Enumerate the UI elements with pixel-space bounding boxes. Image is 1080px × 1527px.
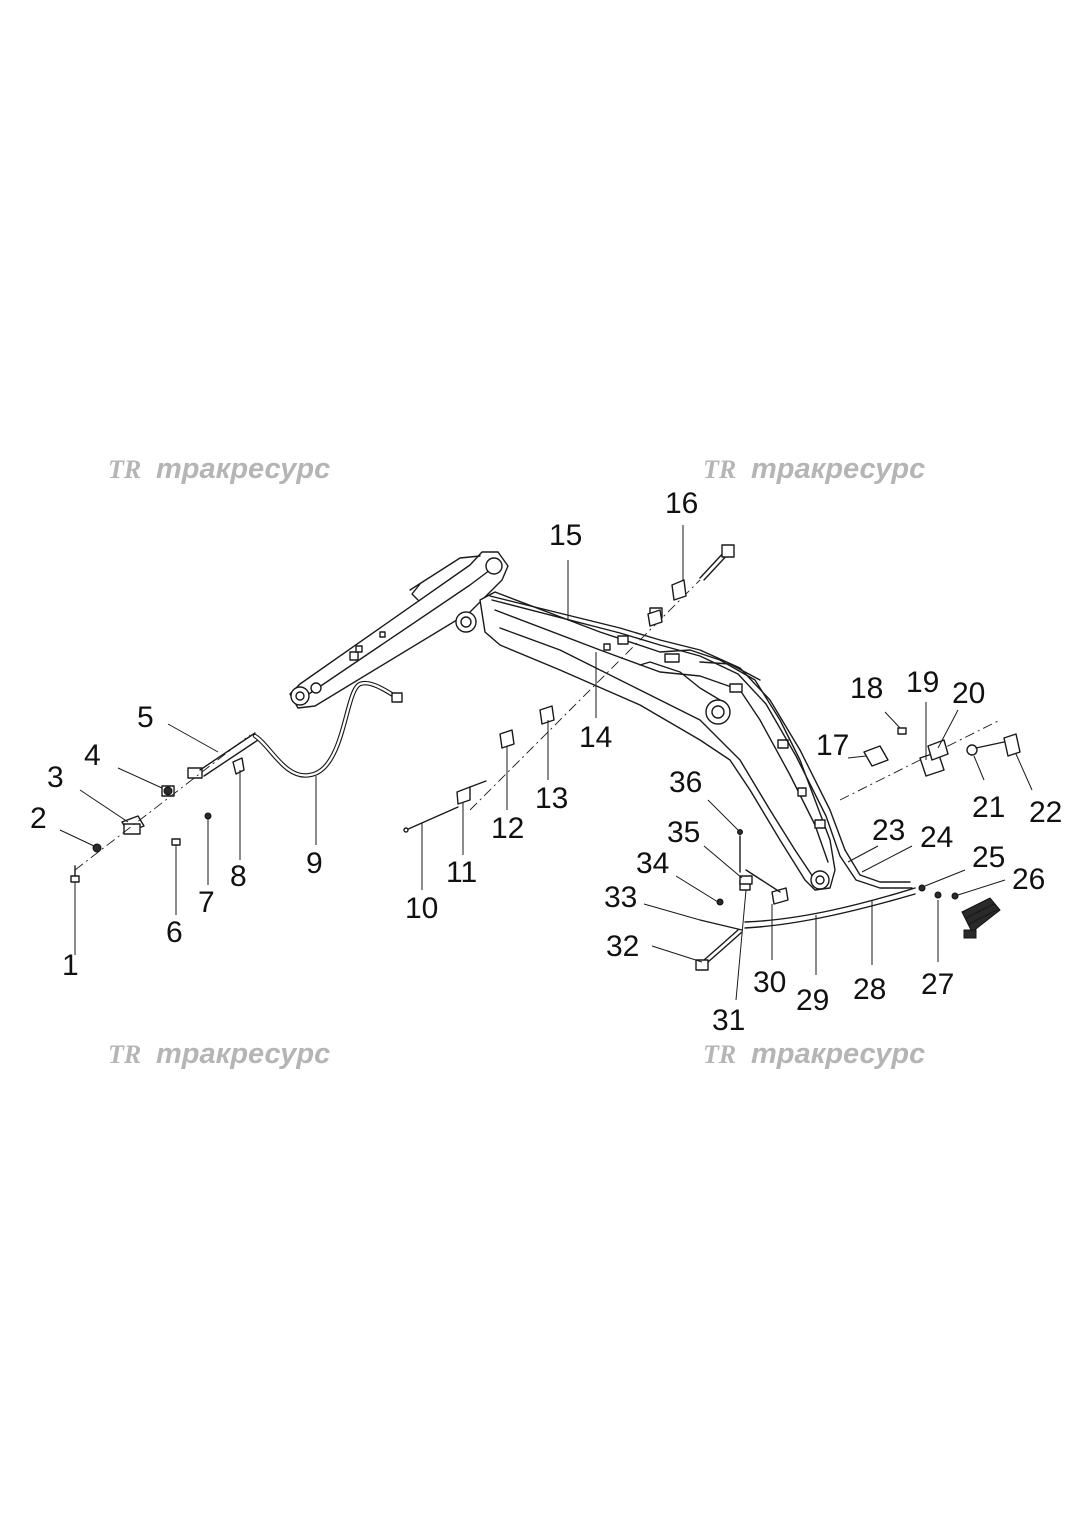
watermark-text: тракресурс: [751, 1038, 925, 1070]
watermark-logo: TR: [108, 1040, 141, 1069]
left-fittings: [70, 680, 403, 883]
callout-2: 2: [30, 802, 47, 835]
callout-8: 8: [230, 860, 247, 893]
callout-27: 27: [921, 968, 954, 1001]
callout-17: 17: [816, 729, 849, 762]
watermark-logo: TR: [703, 455, 736, 484]
watermark-logo: TR: [108, 455, 141, 484]
watermark-text: тракресурс: [751, 453, 925, 485]
callout-4: 4: [84, 739, 101, 772]
right-fittings: [695, 727, 1021, 971]
watermark-logo: TR: [703, 1040, 736, 1069]
callout-34: 34: [636, 847, 669, 880]
callout-23: 23: [872, 814, 905, 847]
callout-28: 28: [853, 973, 886, 1006]
watermark-text: тракресурс: [156, 1038, 330, 1070]
callout-9: 9: [306, 847, 323, 880]
leader-lines: [59, 525, 1033, 1001]
callout-labels: 1 2 3 4 5 6 7 8 9 10 11 12 13 14 15 16 1…: [30, 487, 1062, 1037]
center-fittings: [403, 544, 735, 833]
callout-11: 11: [446, 856, 477, 889]
callout-16: 16: [665, 487, 698, 520]
callout-26: 26: [1012, 863, 1045, 896]
callout-24: 24: [920, 821, 953, 854]
callout-13: 13: [535, 782, 568, 815]
watermark-text: тракресурс: [156, 453, 330, 485]
callout-29: 29: [796, 984, 829, 1017]
watermark-top-left: TR тракресурс: [108, 453, 330, 485]
callout-5: 5: [137, 701, 154, 734]
callout-22: 22: [1029, 796, 1062, 829]
watermark-bottom-left: TR тракресурс: [108, 1038, 330, 1070]
callout-21: 21: [972, 791, 1005, 824]
callout-19: 19: [906, 666, 939, 699]
callout-18: 18: [850, 672, 883, 705]
watermark-top-right: TR тракресурс: [703, 453, 925, 485]
callout-15: 15: [549, 519, 582, 552]
callout-14: 14: [579, 721, 612, 754]
callout-6: 6: [166, 916, 183, 949]
watermark-bottom-right: TR тракресурс: [703, 1038, 925, 1070]
assembly-axis-line: [469, 579, 701, 811]
callout-32: 32: [606, 930, 639, 963]
callout-30: 30: [753, 966, 786, 999]
callout-33: 33: [604, 881, 637, 914]
callout-10: 10: [405, 892, 438, 925]
callout-1: 1: [62, 949, 79, 982]
callout-25: 25: [972, 841, 1005, 874]
callout-35: 35: [667, 816, 700, 849]
callout-7: 7: [198, 886, 215, 919]
control-valve: [961, 897, 1001, 939]
callout-3: 3: [47, 761, 64, 794]
callout-20: 20: [952, 677, 985, 710]
callout-31: 31: [712, 1004, 745, 1037]
callout-36: 36: [669, 766, 702, 799]
callout-12: 12: [491, 812, 524, 845]
